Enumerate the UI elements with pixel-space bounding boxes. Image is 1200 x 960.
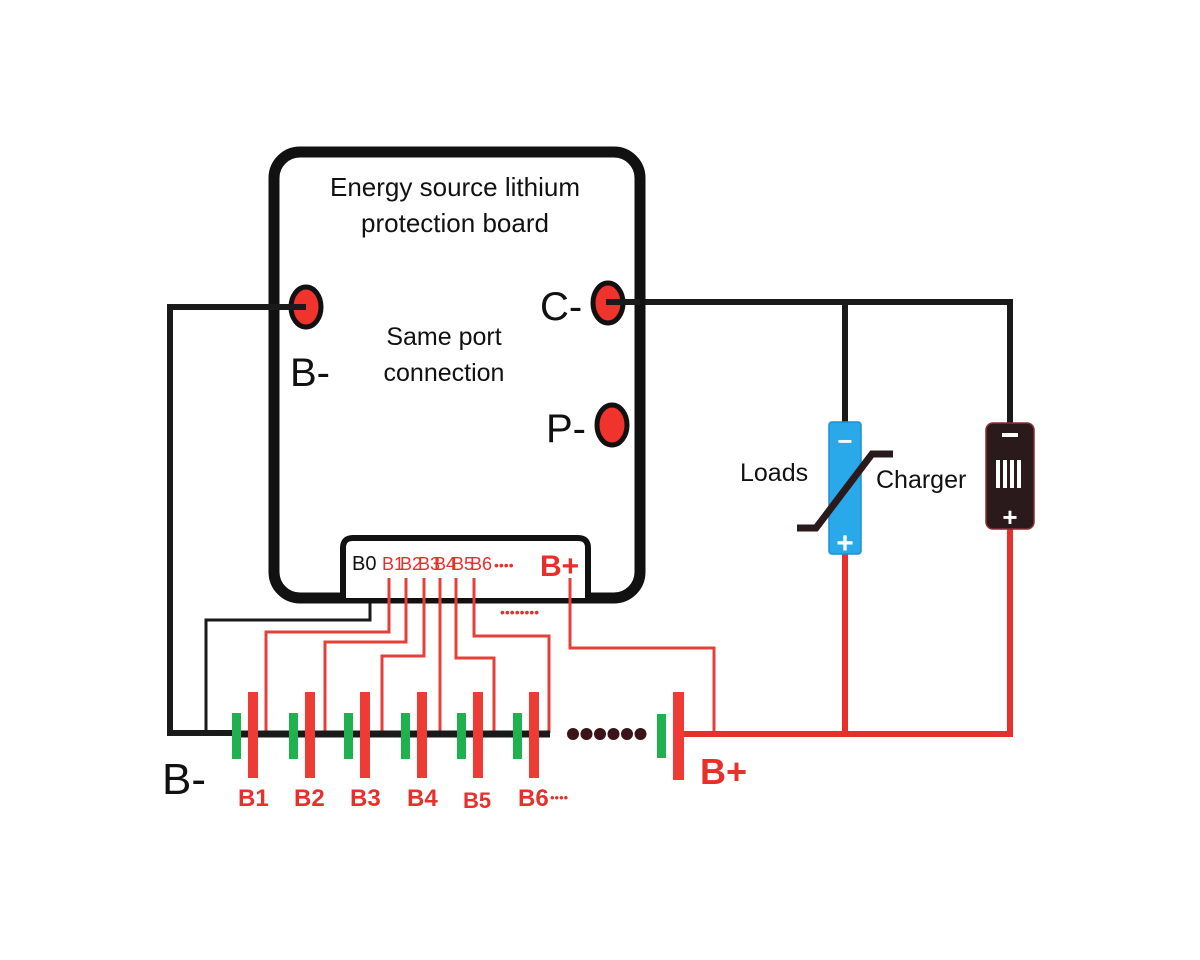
- pack-b-minus-label: B-: [162, 755, 206, 804]
- cell-positive-plate: [305, 692, 315, 778]
- continuation-dot: [634, 728, 647, 740]
- cell-label-b2: B2: [294, 785, 325, 812]
- loads-label: Loads: [740, 459, 808, 487]
- cell-label-b4: B4: [407, 785, 438, 812]
- cell-label-b3: B3: [350, 785, 381, 812]
- continuation-dot: [607, 728, 620, 740]
- balance-wire-b3: [380, 578, 426, 733]
- cell-negative-plate: [457, 713, 466, 759]
- pin-label-b3: B3: [418, 554, 440, 574]
- b-plus-main-wire: [684, 527, 1013, 737]
- pin-label-b2: B2: [400, 554, 422, 574]
- cell-negative-plate: [289, 713, 298, 759]
- note-line2: connection: [384, 359, 505, 387]
- charger-plus-sign: +: [1002, 502, 1017, 532]
- pin-label-b0: B0: [352, 553, 376, 575]
- cell-negative-plate: [344, 713, 353, 759]
- cell-positive-plate: [529, 692, 539, 778]
- balance-wire-b-plus: [568, 578, 716, 733]
- charger-label: Charger: [876, 466, 966, 494]
- cell-more-dots: ••••: [550, 790, 569, 805]
- loads-minus-sign: −: [837, 426, 852, 456]
- last-cell-negative-plate: [657, 714, 666, 758]
- note-line1: Same port: [386, 323, 501, 351]
- pin-label-b-plus: B+: [540, 550, 579, 583]
- balance-connector: [340, 535, 591, 598]
- board-title-line1: Energy source lithium: [330, 172, 580, 202]
- battery-cell-3: [344, 692, 370, 778]
- battery-cells: [232, 692, 539, 778]
- pin-ellipsis: ••••: [494, 557, 514, 573]
- c-minus-wire: [606, 299, 1013, 425]
- loads-component: − +: [797, 421, 893, 560]
- continuation-dot: [621, 728, 633, 740]
- balance-wire-b2: [323, 578, 408, 733]
- balance-wire-b5: [454, 578, 496, 733]
- variable-load-arrow-icon: [797, 450, 893, 532]
- battery-cell-6: [513, 692, 539, 778]
- cell-positive-plate: [248, 692, 258, 778]
- p-minus-port: [594, 402, 630, 448]
- cell-positive-plate: [417, 692, 427, 778]
- last-cell-positive-plate: [673, 692, 684, 780]
- continuation-dot: [567, 728, 579, 740]
- cell-negative-plate: [513, 713, 522, 759]
- continuation-dot: [594, 728, 606, 740]
- cell-label-b6: B6: [518, 785, 549, 812]
- balance-wire-b1: [264, 578, 391, 733]
- c-minus-port-label: C-: [540, 285, 582, 329]
- cell-negative-plate: [401, 713, 410, 759]
- charger-minus-icon: [1002, 433, 1018, 437]
- battery-cell-4: [401, 692, 427, 778]
- pin-label-b5: B5: [452, 554, 474, 574]
- cell-negative-plate: [232, 713, 241, 759]
- pin-label-b1: B1: [382, 554, 404, 574]
- charger-component: +: [985, 422, 1035, 532]
- loads-plus-sign: +: [836, 527, 854, 560]
- battery-cell-2: [289, 692, 315, 778]
- cell-label-b5: B5: [463, 788, 491, 813]
- cell-positive-plate: [360, 692, 370, 778]
- b-minus-port-label: B-: [290, 351, 330, 395]
- pack-b-plus-label: B+: [700, 751, 747, 792]
- battery-cell-5: [457, 692, 483, 778]
- battery-cell-1: [232, 692, 258, 778]
- p-minus-port-label: P-: [546, 407, 586, 451]
- balance-wires: [264, 578, 716, 733]
- balance-wire-b6: [472, 578, 551, 733]
- continuation-dot: [580, 728, 593, 740]
- connector-extra-dots: ••••••••: [500, 604, 539, 620]
- cell-label-b1: B1: [238, 785, 269, 812]
- charger-vent-icon: [996, 460, 1021, 488]
- pin-label-b4: B4: [434, 554, 456, 574]
- pin-label-b6: B6: [470, 554, 492, 574]
- board-title-line2: protection board: [361, 208, 549, 238]
- cell-positive-plate: [473, 692, 483, 778]
- cell-continuation-dots: [567, 728, 647, 740]
